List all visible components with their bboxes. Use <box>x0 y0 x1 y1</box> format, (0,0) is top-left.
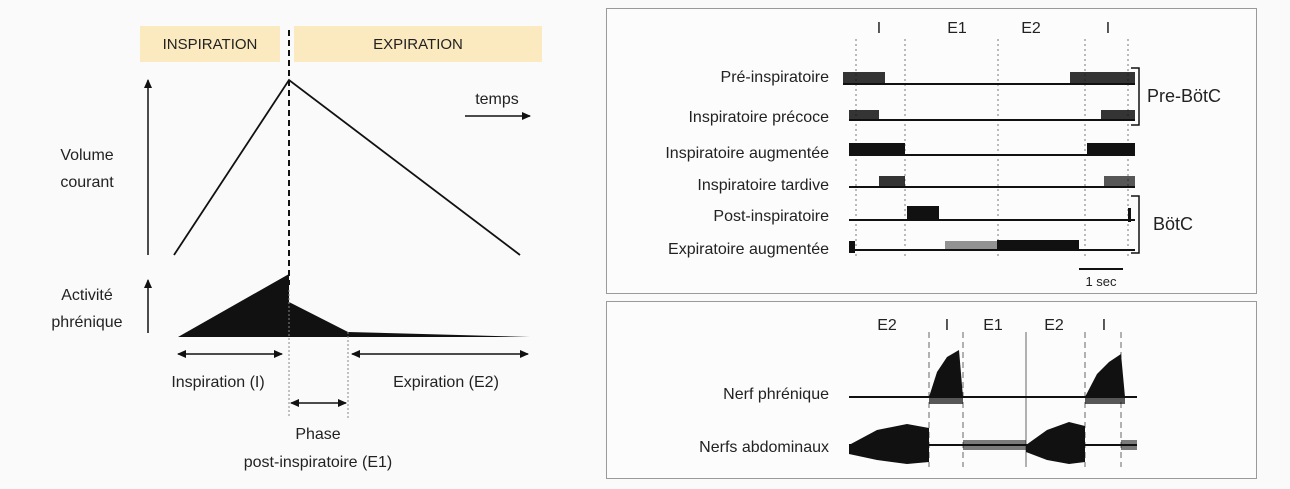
neuron-label: Post-inspiratoire <box>713 208 829 225</box>
phrenic-burst <box>929 350 963 397</box>
tidal-volume-curve <box>173 78 521 256</box>
phrenic-burst-lower <box>1085 397 1125 404</box>
botc-bracket <box>1131 195 1140 254</box>
temps-label: temps <box>475 91 519 108</box>
neuron-label: Inspiratoire augmentée <box>665 145 829 162</box>
phrenic-burst <box>1085 354 1125 397</box>
phase-label: E2 <box>1021 20 1041 37</box>
nerve-label: Nerf phrénique <box>723 386 829 403</box>
phase-label-2: post-inspiratoire (E1) <box>244 454 393 471</box>
phase-label: E1 <box>947 20 967 37</box>
botc-label: BötC <box>1153 214 1193 234</box>
inspiration-phase-box <box>140 26 280 62</box>
phase-label-1: Phase <box>295 426 340 443</box>
abdominal-burst <box>1026 422 1085 464</box>
abdominal-tonic <box>963 440 1026 450</box>
neuron-label: Inspiratoire précoce <box>688 109 829 126</box>
prebotc-label: Pre-BötC <box>1147 86 1221 106</box>
trace-baselines <box>843 83 1135 251</box>
activite-label-1: Activité <box>61 287 113 304</box>
prebotc-bracket <box>1131 67 1140 126</box>
abdominal-tonic <box>1121 440 1137 450</box>
abdominal-burst <box>849 424 929 464</box>
scale-label: 1 sec <box>1085 274 1117 289</box>
phase-label: E2 <box>877 317 897 334</box>
phrenic-activity-waveform <box>178 274 530 337</box>
phase-label: E2 <box>1044 317 1064 334</box>
respiratory-cycle-diagram: INSPIRATION EXPIRATION temps Volume cour… <box>0 0 600 489</box>
neuron-label: Pré-inspiratoire <box>721 69 830 86</box>
volume-label-1: Volume <box>60 147 113 164</box>
phase-label: I <box>945 317 949 334</box>
phase-label: I <box>1106 20 1110 37</box>
phase-label: I <box>1102 317 1106 334</box>
phase-label: I <box>877 20 881 37</box>
neuron-label: Expiratoire augmentée <box>668 241 829 258</box>
inspiration-phase-label: INSPIRATION <box>163 36 258 53</box>
inspiration-i-label: Inspiration (I) <box>171 374 264 391</box>
nerve-recordings-panel: E2 I E1 E2 I Nerf phrénique Nerfs abdomi… <box>606 301 1257 479</box>
neuron-label: Inspiratoire tardive <box>697 177 829 194</box>
activite-label-2: phrénique <box>51 314 122 331</box>
expiration-phase-box <box>294 26 542 62</box>
respiratory-cycle-svg: INSPIRATION EXPIRATION temps Volume cour… <box>51 26 542 471</box>
nerve-label: Nerfs abdominaux <box>699 439 829 456</box>
expiration-e2-label: Expiration (E2) <box>393 374 499 391</box>
volume-label-2: courant <box>60 174 114 191</box>
phase-label: E1 <box>983 317 1003 334</box>
neuron-recordings-panel: I E1 E2 I Pré-inspiratoire Inspiratoire … <box>606 8 1257 294</box>
phrenic-burst-lower <box>929 397 963 404</box>
expiration-phase-label: EXPIRATION <box>373 36 463 53</box>
nerve-recordings-svg: E2 I E1 E2 I Nerf phrénique Nerfs abdomi… <box>699 317 1137 467</box>
neuron-recordings-svg: I E1 E2 I Pré-inspiratoire Inspiratoire … <box>665 20 1221 289</box>
spike-bursts <box>843 72 1135 253</box>
